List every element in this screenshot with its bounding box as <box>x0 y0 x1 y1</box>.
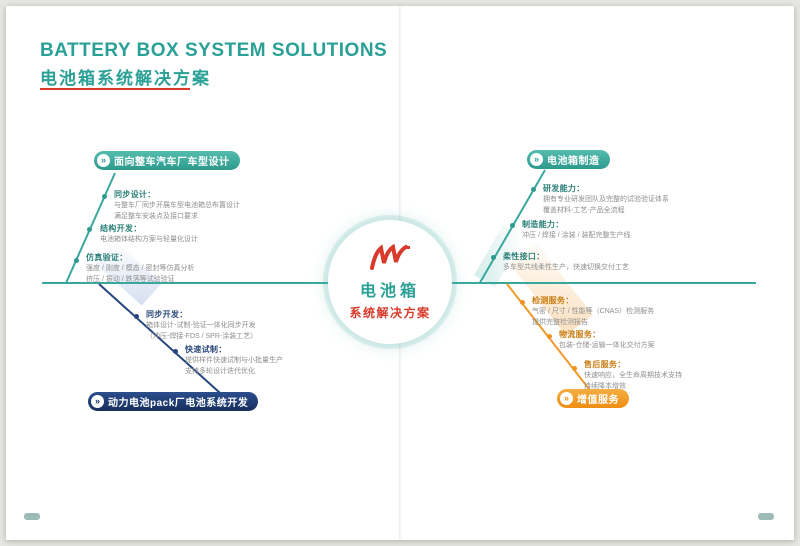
branch-label-text: 动力电池pack厂电池系统开发 <box>108 398 249 409</box>
center-title: 电池箱 <box>359 282 420 300</box>
branch-label-value-added-services: » 增值服务 <box>557 389 629 408</box>
annotation-line: （冲压-焊接-FDS / SPR-涂装工艺） <box>146 332 258 340</box>
annotation-line: 冲压 / 焊接 / 涂装 / 装配完整生产线 <box>522 232 631 239</box>
branch-dot <box>87 227 92 232</box>
branch-dot <box>572 366 577 371</box>
annotation-group: 快速试制： 提供样件快速试制与小批量生产 支持多轮设计迭代优化 <box>185 344 380 377</box>
branch-label-text: 面向整车汽车厂车型设计 <box>114 157 230 168</box>
annotation-heading: 仿真验证： <box>86 253 128 262</box>
annotation-heading: 检测服务： <box>532 296 574 305</box>
annotation-group: 研发能力： 拥有专业研发团队及完整的试验验证体系 覆盖材料-工艺-产品全流程 <box>543 183 738 216</box>
branch-dot <box>491 255 496 260</box>
annotation-heading: 结构开发： <box>100 224 142 233</box>
annotation-heading: 同步设计： <box>114 190 156 199</box>
annotation-line: 提供样件快速试制与小批量生产 <box>185 357 283 364</box>
annotation-group: 同步开发： 箱体设计-试制-验证一体化同步开发 （冲压-焊接-FDS / SPR… <box>146 309 341 342</box>
chevron-icon: » <box>97 154 110 167</box>
page-marker-right <box>758 513 774 520</box>
annotation-group: 制造能力： 冲压 / 焊接 / 涂装 / 装配完整生产线 <box>522 219 717 242</box>
annotation-line: 持续降本增效 <box>584 382 626 390</box>
annotation-line: 快速响应，全生命周期技术支持 <box>584 372 682 379</box>
center-node: 电池箱 系统解决方案 <box>328 220 452 344</box>
annotation-group: 检测服务： 气密 / 尺寸 / 性能等（CNAS）检测服务 提供完整检测报告 <box>532 295 727 328</box>
annotation-group: 柔性接口： 多车型共线柔性生产，快速切换交付工艺 <box>503 251 698 274</box>
center-subtitle: 系统解决方案 <box>349 305 431 320</box>
branch-label-vehicle-design: » 面向整车汽车厂车型设计 <box>94 151 240 170</box>
annotation-heading: 研发能力： <box>543 184 585 193</box>
annotation-group: 结构开发： 电池箱体结构方案与轻量化设计 <box>100 223 295 246</box>
branch-dot <box>173 349 178 354</box>
annotation-line: 强度 / 刚度 / 模态 / 密封等仿真分析 <box>86 265 195 272</box>
annotation-heading: 制造能力： <box>522 220 564 229</box>
annotation-line: 包装-仓储-运输一体化交付方案 <box>559 342 655 349</box>
chevron-icon: » <box>91 395 104 408</box>
annotation-line: 多车型共线柔性生产，快速切换交付工艺 <box>503 264 629 271</box>
annotation-line: 提供完整检测报告 <box>532 318 588 326</box>
chevron-icon: » <box>560 392 573 405</box>
page-title-chinese: 电池箱系统解决方案 <box>40 69 211 88</box>
annotation-heading: 快速试制： <box>185 345 227 354</box>
annotation-heading: 物流服务： <box>559 330 601 339</box>
annotation-heading: 柔性接口： <box>503 252 545 261</box>
title-underline <box>40 88 190 90</box>
annotation-line: 满足整车安装点及接口要求 <box>114 212 198 220</box>
branch-dot <box>520 300 525 305</box>
annotation-line: 气密 / 尺寸 / 性能等（CNAS）检测服务 <box>532 308 655 315</box>
annotation-line: 支持多轮设计迭代优化 <box>185 367 255 375</box>
branch-label-pack-system-development: » 动力电池pack厂电池系统开发 <box>88 392 259 411</box>
annotation-group: 售后服务： 快速响应，全生命周期技术支持 持续降本增效 <box>584 359 779 392</box>
branch-dot <box>134 314 139 319</box>
branch-label-text: 电池箱制造 <box>547 156 600 167</box>
annotation-group: 仿真验证： 强度 / 刚度 / 模态 / 密封等仿真分析 挤压 / 振动 / 跌… <box>86 252 281 285</box>
annotation-line: 挤压 / 振动 / 跌落等试验验证 <box>86 275 175 283</box>
annotation-line: 箱体设计-试制-验证一体化同步开发 <box>146 322 256 329</box>
annotation-group: 物流服务： 包装-仓储-运输一体化交付方案 <box>559 329 754 352</box>
branch-dot <box>74 258 79 263</box>
annotation-heading: 同步开发： <box>146 310 188 319</box>
annotation-heading: 售后服务： <box>584 360 626 369</box>
annotation-line: 覆盖材料-工艺-产品全流程 <box>543 206 625 214</box>
branch-dot <box>102 194 107 199</box>
branch-label-battery-box-manufacturing: » 电池箱制造 <box>527 150 610 169</box>
branch-dot <box>510 223 515 228</box>
annotation-line: 拥有专业研发团队及完整的试验验证体系 <box>543 196 669 203</box>
annotation-line: 与整车厂同步开展车型电池箱总布置设计 <box>114 202 240 209</box>
page-title-english: BATTERY BOX SYSTEM SOLUTIONS <box>40 40 388 61</box>
annotation-group: 同步设计： 与整车厂同步开展车型电池箱总布置设计 满足整车安装点及接口要求 <box>114 189 309 222</box>
branch-dot <box>531 187 536 192</box>
branch-dot <box>547 334 552 339</box>
branch-label-text: 增值服务 <box>577 395 619 406</box>
page-marker-left <box>24 513 40 520</box>
annotation-line: 电池箱体结构方案与轻量化设计 <box>100 236 198 243</box>
brand-logo-icon <box>370 243 410 270</box>
chevron-icon: » <box>530 153 543 166</box>
